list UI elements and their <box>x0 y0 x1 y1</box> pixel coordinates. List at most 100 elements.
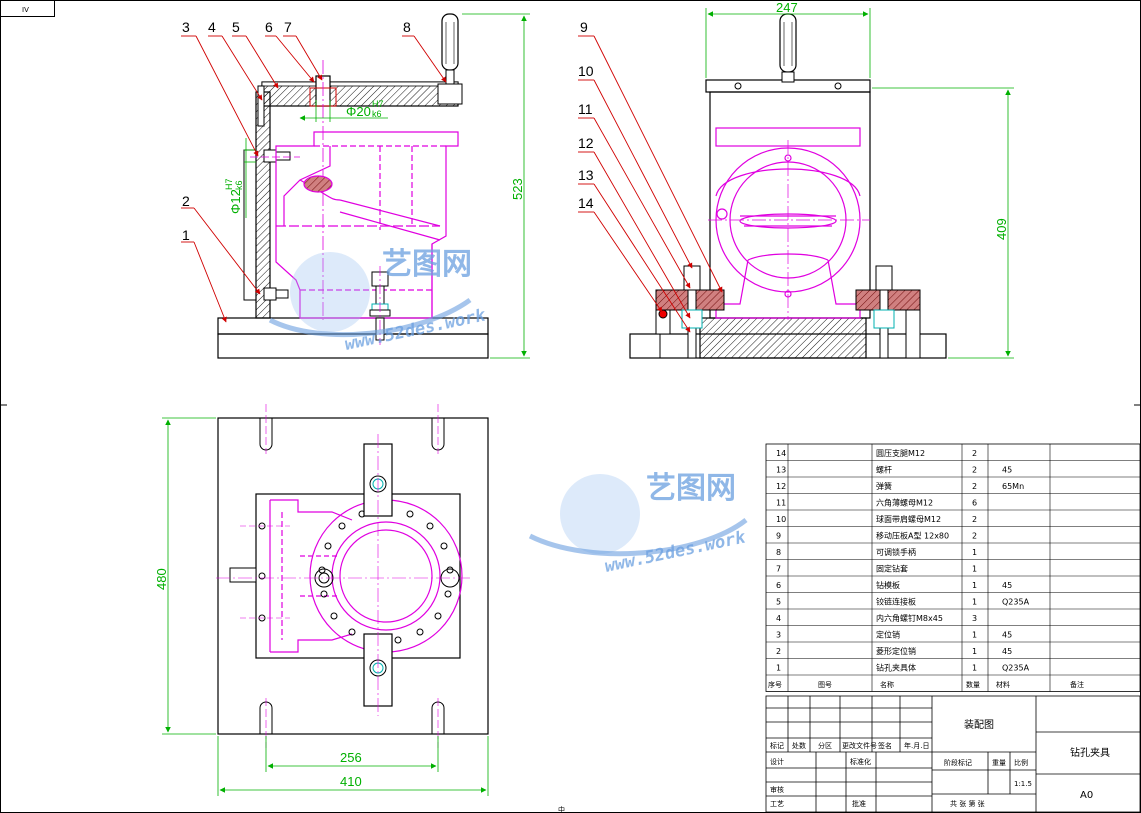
bom-cell-no: 13 <box>776 466 786 475</box>
bom-header-qty: 数量 <box>966 680 980 689</box>
tb-label-mark: 标记 <box>770 741 784 750</box>
bom-cell-name: 钻模板 <box>876 580 900 590</box>
title-block-text: 标记 处数 分区 更改文件号 签名 年.月.日 设计 标准化 审核 工艺 批准 … <box>770 718 1110 808</box>
bom-header-name: 名称 <box>880 680 894 689</box>
bom-cell-no: 8 <box>776 548 781 557</box>
bom-cell-name: 螺杆 <box>876 465 892 475</box>
bom-cell-qty: 2 <box>972 515 977 524</box>
dim-width-256: 256 <box>340 750 362 765</box>
tb-label-sign: 签名 <box>878 741 892 750</box>
bom-cell-no: 6 <box>776 581 781 590</box>
bom-cell-no: 9 <box>776 532 781 541</box>
balloon-6: 6 <box>265 19 273 35</box>
bottom-centre-mark: 中 <box>558 805 565 813</box>
top-view-dimensions: 480 256 410 <box>154 417 489 796</box>
bom-cell-qty: 2 <box>972 449 977 458</box>
bom-cell-mat: 45 <box>1002 466 1012 475</box>
bom-cell-mat: 45 <box>1002 581 1012 590</box>
tb-label-count: 处数 <box>792 741 806 750</box>
bom-header-mat: 材料 <box>996 680 1010 689</box>
bom-cell-mat: Q235A <box>1002 664 1030 673</box>
balloon-13: 13 <box>578 167 594 183</box>
bom-cell-name: 弹簧 <box>876 481 892 491</box>
tb-label-change: 更改文件号 <box>842 741 877 750</box>
dim-phi20: Φ20 <box>346 104 371 119</box>
dim-phi20-fit-upper: H7 <box>372 99 384 109</box>
bom-cell-name: 菱形定位销 <box>876 646 916 656</box>
balloon-2: 2 <box>182 193 190 209</box>
bom-cell-qty: 1 <box>972 664 977 673</box>
bom-cell-qty: 1 <box>972 581 977 590</box>
bom-cell-name: 定位销 <box>876 630 900 640</box>
tb-scale: 1:1.5 <box>1014 780 1032 788</box>
watermark-lower: 艺图网 www.52des.work <box>528 471 748 577</box>
bom-cell-name: 内六角螺钉M8x45 <box>876 613 943 623</box>
bom-cell-mat: 45 <box>1002 631 1012 640</box>
balloon-5: 5 <box>232 19 240 35</box>
tb-label-zone: 分区 <box>818 741 832 750</box>
front-view-balloon-labels: 1 2 3 4 5 6 7 8 <box>182 19 411 243</box>
bom-cell-no: 3 <box>776 631 781 640</box>
balloon-14: 14 <box>578 195 594 211</box>
bom-cell-no: 11 <box>776 499 786 508</box>
bom-cell-no: 1 <box>776 664 781 673</box>
dim-height-409: 409 <box>994 218 1009 240</box>
title-block <box>765 695 1141 813</box>
bom-cell-name: 固定钻套 <box>876 564 908 574</box>
balloon-9: 9 <box>580 19 588 35</box>
side-view-balloon-labels: 9 10 11 12 13 14 <box>578 19 594 211</box>
tb-scale-label: 比例 <box>1014 758 1028 767</box>
tb-design: 设计 <box>770 757 784 766</box>
balloon-7: 7 <box>284 19 292 35</box>
dim-phi12: Φ12 <box>228 189 243 214</box>
tb-weight: 重量 <box>992 759 1006 767</box>
balloon-10: 10 <box>578 63 594 79</box>
watermark-cn-upper: 艺图网 <box>382 247 472 282</box>
front-view-dimensions: 523 Φ20 H7 k6 Φ12 H7 k6 <box>224 13 530 359</box>
front-view-balloons <box>181 35 447 323</box>
side-view-balloons <box>578 35 723 333</box>
tb-drawing-name: 钻孔夹具 <box>1070 746 1110 759</box>
dim-width-247: 247 <box>776 0 798 15</box>
bom-header-remark: 备注 <box>1070 680 1084 689</box>
bom-cell-name: 球面带肩螺母M12 <box>876 514 941 524</box>
dim-height-480: 480 <box>154 568 169 590</box>
tb-process: 工艺 <box>770 800 784 808</box>
bom-cell-qty: 1 <box>972 598 977 607</box>
bom-cell-no: 7 <box>776 565 781 574</box>
balloon-8: 8 <box>403 19 411 35</box>
balloon-12: 12 <box>578 135 594 151</box>
bom-cell-no: 10 <box>776 515 786 524</box>
bom-header-no: 序号 <box>768 680 782 689</box>
bom-cell-qty: 2 <box>972 482 977 491</box>
corner-tag: IV <box>22 6 29 14</box>
bom-cell-no: 4 <box>776 614 781 623</box>
balloon-4: 4 <box>208 19 216 35</box>
bom-cell-qty: 1 <box>972 565 977 574</box>
bom-cell-mat: 65Mn <box>1002 482 1024 491</box>
bom-cell-mat: Q235A <box>1002 598 1030 607</box>
bom-cell-qty: 2 <box>972 532 977 541</box>
bom-cell-name: 移动压板A型 12x80 <box>876 531 949 541</box>
tb-standardize: 标准化 <box>850 757 871 766</box>
tb-size: A0 <box>1080 790 1093 801</box>
balloon-11: 11 <box>578 101 593 117</box>
bom-cell-qty: 1 <box>972 647 977 656</box>
balloon-3: 3 <box>182 19 190 35</box>
tb-approve: 批准 <box>852 799 866 808</box>
balloon-1: 1 <box>182 227 190 243</box>
tb-review: 审核 <box>770 785 784 794</box>
bom-cell-mat: 45 <box>1002 647 1012 656</box>
bom-cell-no: 12 <box>776 482 786 491</box>
dim-phi12-fit-upper: H7 <box>224 178 234 190</box>
bom-cell-name: 铰链连接板 <box>876 597 916 607</box>
bom-cell-qty: 1 <box>972 631 977 640</box>
bom-cell-qty: 3 <box>972 614 977 623</box>
bom-cell-no: 14 <box>776 449 786 458</box>
side-view <box>629 13 947 359</box>
watermark-cn-lower: 艺图网 <box>646 471 736 506</box>
top-view <box>216 404 489 748</box>
dim-phi20-fit-lower: k6 <box>372 109 382 119</box>
